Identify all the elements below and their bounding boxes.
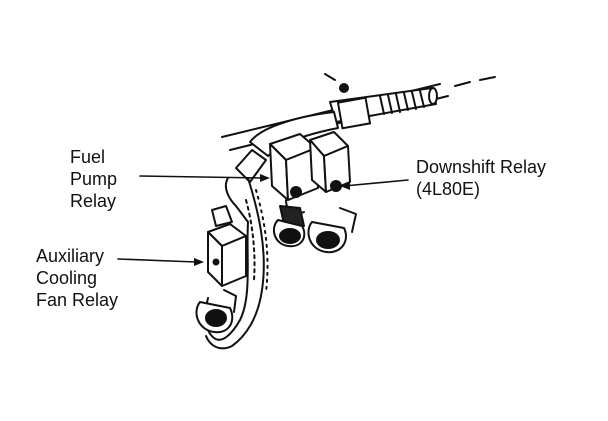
leader-arrowheads xyxy=(194,174,350,266)
downshift-relay-leader xyxy=(343,179,409,187)
downshift-relay-label-line-1: Downshift Relay xyxy=(416,157,547,177)
fuel-pump-relay-label-line-1: Fuel xyxy=(70,147,106,167)
downshift-relay-label: Downshift Relay (4L80E) xyxy=(416,156,546,200)
fuel-pump-relay-leader xyxy=(139,175,263,179)
downshift-relay-body xyxy=(309,131,351,193)
aux-cooling-fan-relay-label-line-1: Auxiliary xyxy=(36,246,105,266)
aux-cooling-fan-relay-label-line-2: Cooling xyxy=(36,268,98,288)
fuel-pump-relay-label: Fuel Pump Relay xyxy=(70,146,117,212)
aux-fan-relay-connector xyxy=(195,289,237,334)
relay-connectors xyxy=(272,207,357,254)
aux-fan-relay-leader xyxy=(117,258,197,263)
aux-cooling-fan-relay-label: Auxiliary Cooling Fan Relay xyxy=(36,245,118,311)
leader-lines xyxy=(117,175,409,263)
fuel-pump-relay-body xyxy=(269,133,319,227)
threaded-stud xyxy=(329,83,438,130)
downshift-relay-label-line-2: (4L80E) xyxy=(416,179,481,199)
aux-cooling-fan-relay-label-line-3: Fan Relay xyxy=(36,290,119,310)
fuel-pump-relay-label-line-3: Relay xyxy=(70,191,117,211)
fuel-pump-relay-label-line-2: Pump xyxy=(70,169,118,189)
aux-fan-relay-body xyxy=(207,205,247,287)
